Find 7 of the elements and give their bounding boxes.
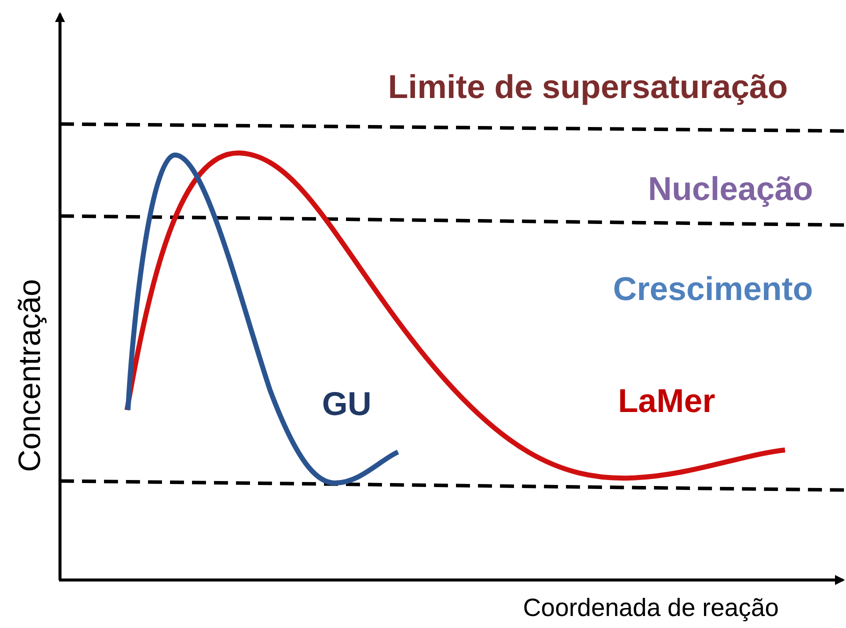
axis-title: Coordenada de reação xyxy=(523,596,779,621)
region-label: Limite de supersaturação xyxy=(388,70,788,103)
curve-label: LaMer xyxy=(618,384,716,417)
curve-label: GU xyxy=(322,387,372,420)
region-label: Nucleação xyxy=(648,172,814,205)
axis-title: Concentração xyxy=(14,278,45,472)
region-label: Crescimento xyxy=(613,272,813,305)
